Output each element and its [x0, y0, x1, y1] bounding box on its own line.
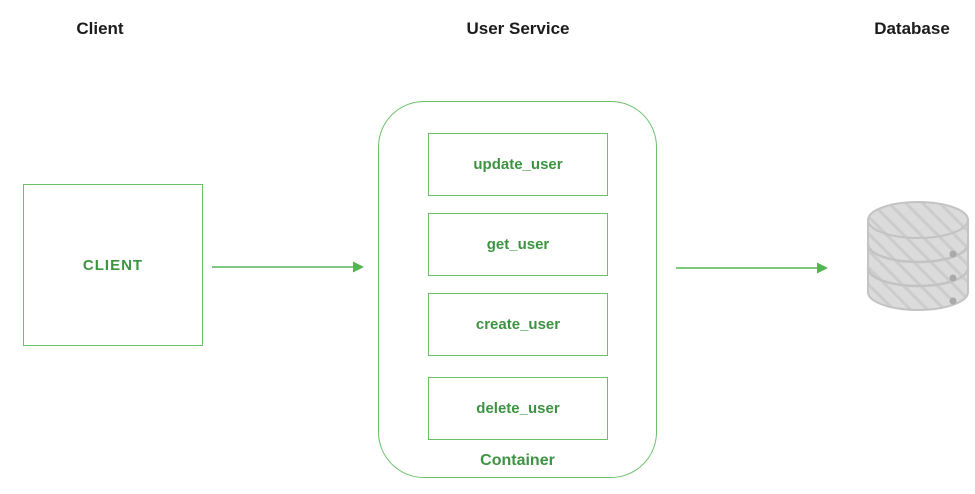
method-box-delete-user: delete_user	[428, 377, 608, 440]
client-node: CLIENT	[23, 184, 203, 346]
database-cylinder-icon	[866, 201, 970, 311]
column-header-client: Client	[76, 19, 124, 38]
database-node	[866, 200, 970, 317]
arrow-service-to-database	[676, 262, 828, 274]
arrow-client-to-service	[212, 261, 364, 273]
method-box-get-user: get_user	[428, 213, 608, 276]
column-header-database: Database	[874, 19, 950, 38]
container-label: Container	[480, 452, 555, 469]
client-node-label: CLIENT	[82, 256, 144, 274]
method-box-update-user: update_user	[428, 133, 608, 196]
arrowhead-icon	[817, 262, 828, 274]
user-service-container	[378, 101, 657, 478]
arrowhead-icon	[353, 261, 364, 273]
column-header-user-service: User Service	[466, 19, 570, 38]
method-box-create-user: create_user	[428, 293, 608, 356]
